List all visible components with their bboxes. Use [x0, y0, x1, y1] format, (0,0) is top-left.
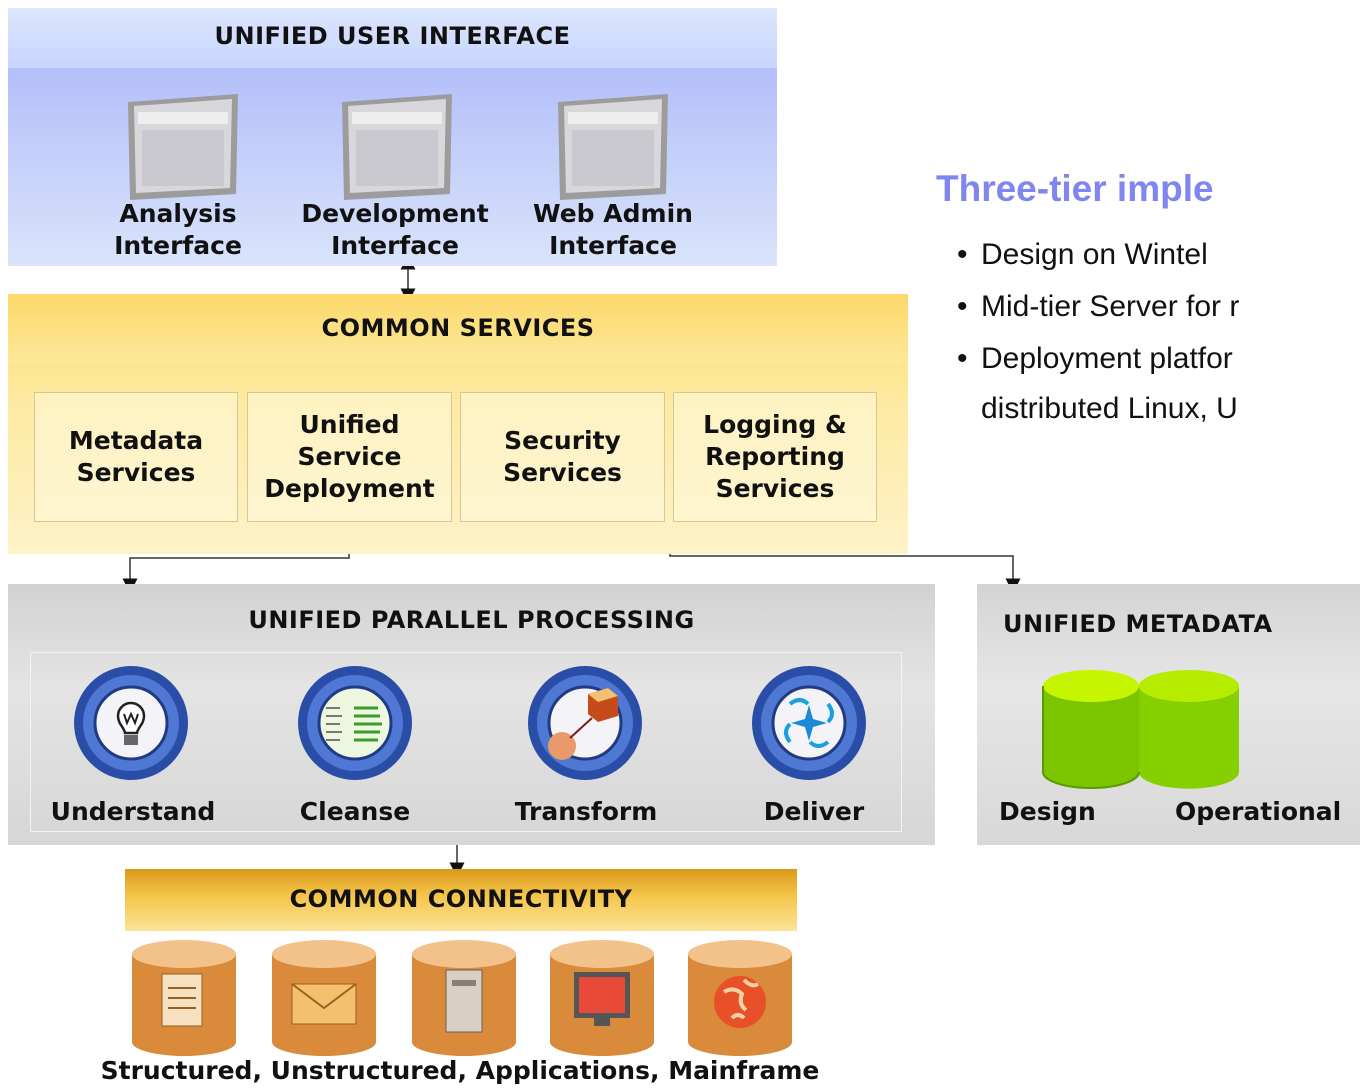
document-icon: [132, 940, 236, 1056]
cleanse-label: Cleanse: [299, 797, 411, 826]
envelope-icon: [272, 940, 376, 1056]
processing-tier-title: UNIFIED PARALLEL PROCESSING: [248, 606, 695, 634]
window-icon: [342, 94, 452, 200]
processing-steps-panel: [30, 652, 902, 832]
server-icon: [412, 940, 516, 1056]
understand-label: Understand: [50, 797, 216, 826]
bullet-item: •Mid-tier Server for r: [957, 290, 1240, 323]
bullet-heading: Three-tier imple: [936, 168, 1214, 209]
design-label: Design: [999, 797, 1096, 826]
connectivity-tier-title: COMMON CONNECTIVITY: [289, 885, 633, 913]
deliver-label: Deliver: [763, 797, 865, 826]
common-connectivity-header: COMMON CONNECTIVITY: [125, 869, 797, 931]
bullet-item: •Deployment platfor: [957, 342, 1233, 375]
window-icon: [558, 94, 668, 200]
unified-parallel-processing-tier: UNIFIED PARALLEL PROCESSING Understand C…: [8, 584, 935, 845]
globe-icon: [688, 940, 792, 1056]
unified-metadata-tier: UNIFIED METADATA Design Operational: [977, 584, 1360, 845]
lightbulb-icon: [74, 666, 188, 780]
operational-label: Operational: [1175, 797, 1342, 826]
ui-tier-header: [8, 8, 777, 68]
bullet-item-continuation: distributed Linux, U: [981, 392, 1238, 425]
transform-label: Transform: [514, 797, 658, 826]
services-tier-header: [8, 294, 908, 364]
transform-icon: [528, 666, 642, 780]
monitor-icon: [550, 940, 654, 1056]
connectivity-caption: Structured, Unstructured, Applications, …: [100, 1056, 820, 1085]
ui-tier-title: UNIFIED USER INTERFACE: [214, 22, 571, 50]
services-tier-title: COMMON SERVICES: [321, 314, 595, 342]
bullet-item: •Design on Wintel: [957, 238, 1208, 271]
window-icon: [128, 94, 238, 200]
metadata-repository-icon: [1042, 670, 1239, 789]
metadata-tier-title: UNIFIED METADATA: [1003, 610, 1273, 638]
deliver-icon: [752, 666, 866, 780]
cleanse-icon: [298, 666, 412, 780]
